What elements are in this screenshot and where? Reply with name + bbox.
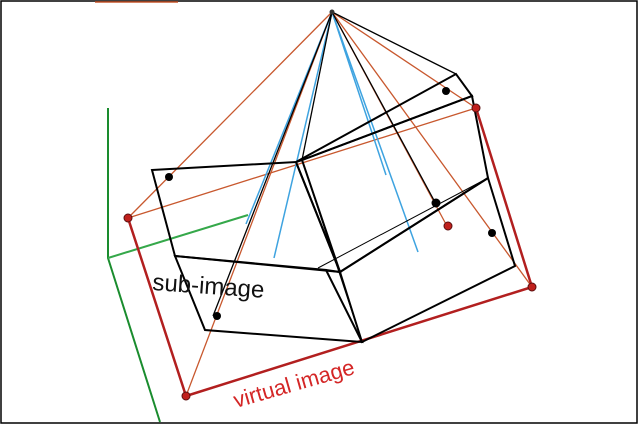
sub-image-label: sub-image [152,269,266,304]
point [471,103,481,113]
point [431,198,441,208]
sub-image-inner-lines [151,159,489,343]
black-points [165,87,496,320]
point [213,312,221,320]
point [488,229,496,237]
sub-image-planes [150,72,517,344]
point [527,282,537,292]
point [123,213,133,223]
axis-vertical [107,108,161,423]
projection-rays [127,11,533,397]
point [443,221,453,231]
virtual-image-plane [126,107,534,398]
apex-point [329,9,335,15]
point [181,391,191,401]
axis-diagonal [107,214,249,259]
coordinate-axes [107,108,249,423]
point [165,173,173,181]
red-points [123,103,537,401]
point [442,87,450,95]
